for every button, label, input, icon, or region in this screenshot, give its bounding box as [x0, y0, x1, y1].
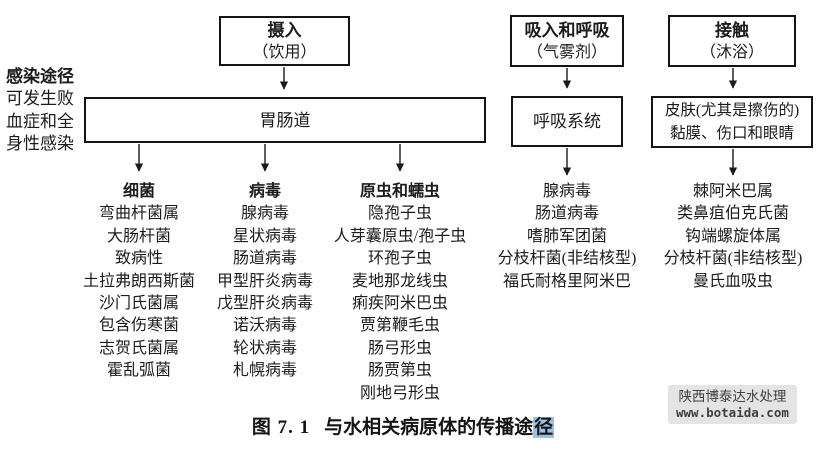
column-respiratory-pathogens: 腺病毒 肠道病毒 嗜肺军团菌 分枝杆菌(非结核型) 福氏耐格里阿米巴 [479, 181, 655, 293]
box-target-gi: 胃肠道 [84, 97, 486, 143]
target-label-line: 黏膜、伤口和眼睛 [669, 125, 794, 142]
list-item: 腺病毒 [542, 183, 591, 200]
side-note-line: 可发生败 [6, 89, 74, 109]
side-note-line: 血症和全 [6, 111, 74, 131]
list-item: 分枝杆菌(非结核型) [663, 250, 803, 268]
list-item: 隐孢子虫 [367, 205, 432, 223]
column-protozoa: 原虫和蠕虫 隐孢子虫 人芽囊原虫/孢子虫 环孢子虫 麦地那龙线虫 痢疾阿米巴虫 … [315, 181, 485, 405]
list-item: 土拉弗朗西斯菌 [82, 272, 195, 290]
route-subtitle: （气雾剂） [526, 43, 607, 61]
column-viruses: 病毒 腺病毒 星状病毒 肠道病毒 甲型肝炎病毒 戊型肝炎病毒 诺沃病毒 轮状病毒… [195, 181, 335, 383]
side-note-line: 身性感染 [6, 134, 74, 154]
list-item: 环孢子虫 [367, 250, 432, 268]
list-item: 肠弓形虫 [367, 339, 432, 357]
column-header: 细菌 [122, 183, 155, 200]
caption-selected-char: 径 [533, 417, 555, 438]
list-item: 痢疾阿米巴虫 [351, 295, 448, 313]
list-item: 肠道病毒 [232, 250, 297, 268]
side-note-title: 感染途径 [6, 67, 74, 86]
route-title: 接触 [715, 20, 749, 40]
column-contact-pathogens: 棘阿米巴属 类鼻疽伯克氏菌 钩端螺旋体属 分枝杆菌(非结核型) 曼氏血吸虫 [645, 181, 821, 293]
list-item: 福氏耐格里阿米巴 [502, 272, 631, 290]
box-target-respiratory: 呼吸系统 [511, 96, 623, 147]
list-item: 志贺氏菌属 [98, 339, 179, 357]
list-item: 甲型肝炎病毒 [216, 272, 313, 290]
watermark-company: 陕西博泰达水处理 [678, 389, 787, 404]
figure-caption: 图 7. 1 与水相关病原体的传播途径 [0, 412, 806, 439]
box-route-contact: 接触 （沐浴） [668, 15, 796, 67]
column-header: 原虫和蠕虫 [359, 183, 440, 200]
list-item: 包含伤寒菌 [98, 317, 179, 335]
list-item: 麦地那龙线虫 [351, 272, 448, 290]
watermark: 陕西博泰达水处理 www.botaida.com [668, 385, 797, 424]
list-item: 轮状病毒 [232, 339, 297, 357]
list-item: 棘阿米巴属 [692, 183, 773, 200]
watermark-url: www.botaida.com [676, 405, 789, 420]
target-label: 呼吸系统 [533, 112, 601, 131]
list-item: 戊型肝炎病毒 [216, 295, 313, 313]
target-label: 胃肠道 [259, 110, 311, 130]
box-target-skin: 皮肤(尤其是擦伤的) 黏膜、伤口和眼睛 [651, 96, 813, 148]
list-item: 钩端螺旋体属 [684, 227, 781, 245]
list-item: 诺沃病毒 [232, 317, 297, 335]
column-bacteria: 细菌 弯曲杆菌属 大肠杆菌 致病性 土拉弗朗西斯菌 沙门氏菌属 包含伤寒菌 志贺… [54, 181, 224, 383]
list-item: 分枝杆菌(非结核型) [497, 250, 637, 268]
list-item: 肠道病毒 [534, 205, 599, 223]
list-item: 霍乱弧菌 [106, 362, 171, 380]
target-label-line: 皮肤(尤其是擦伤的) [664, 102, 800, 119]
list-item: 致病性 [114, 250, 163, 268]
list-item: 刚地弓形虫 [359, 384, 440, 402]
list-item: 嗜肺军团菌 [526, 227, 607, 245]
route-title: 吸入和呼吸 [524, 20, 610, 40]
box-route-ingestion: 摄入 （饮用） [219, 16, 350, 66]
list-item: 大肠杆菌 [106, 227, 171, 245]
side-note: 感染途径 可发生败 血症和全 身性感染 [6, 66, 98, 156]
route-title: 摄入 [267, 20, 302, 40]
list-item: 星状病毒 [232, 227, 297, 245]
list-item: 弯曲杆菌属 [98, 205, 179, 223]
route-subtitle: （沐浴） [699, 43, 764, 61]
box-route-inhalation: 吸入和呼吸 （气雾剂） [510, 15, 624, 67]
route-subtitle: （饮用） [252, 43, 317, 61]
caption-text: 与水相关病原体的传播途 [324, 417, 534, 438]
list-item: 沙门氏菌属 [98, 295, 179, 313]
list-item: 肠贾第虫 [367, 362, 432, 380]
column-header: 病毒 [248, 183, 281, 200]
list-item: 类鼻疽伯克氏菌 [676, 205, 789, 223]
figure-number: 图 7. 1 [251, 417, 311, 438]
list-item: 札幌病毒 [232, 362, 297, 380]
list-item: 曼氏血吸虫 [692, 272, 773, 290]
list-item: 贾第鞭毛虫 [359, 317, 440, 335]
list-item: 腺病毒 [240, 205, 289, 223]
list-item: 人芽囊原虫/孢子虫 [333, 227, 467, 245]
